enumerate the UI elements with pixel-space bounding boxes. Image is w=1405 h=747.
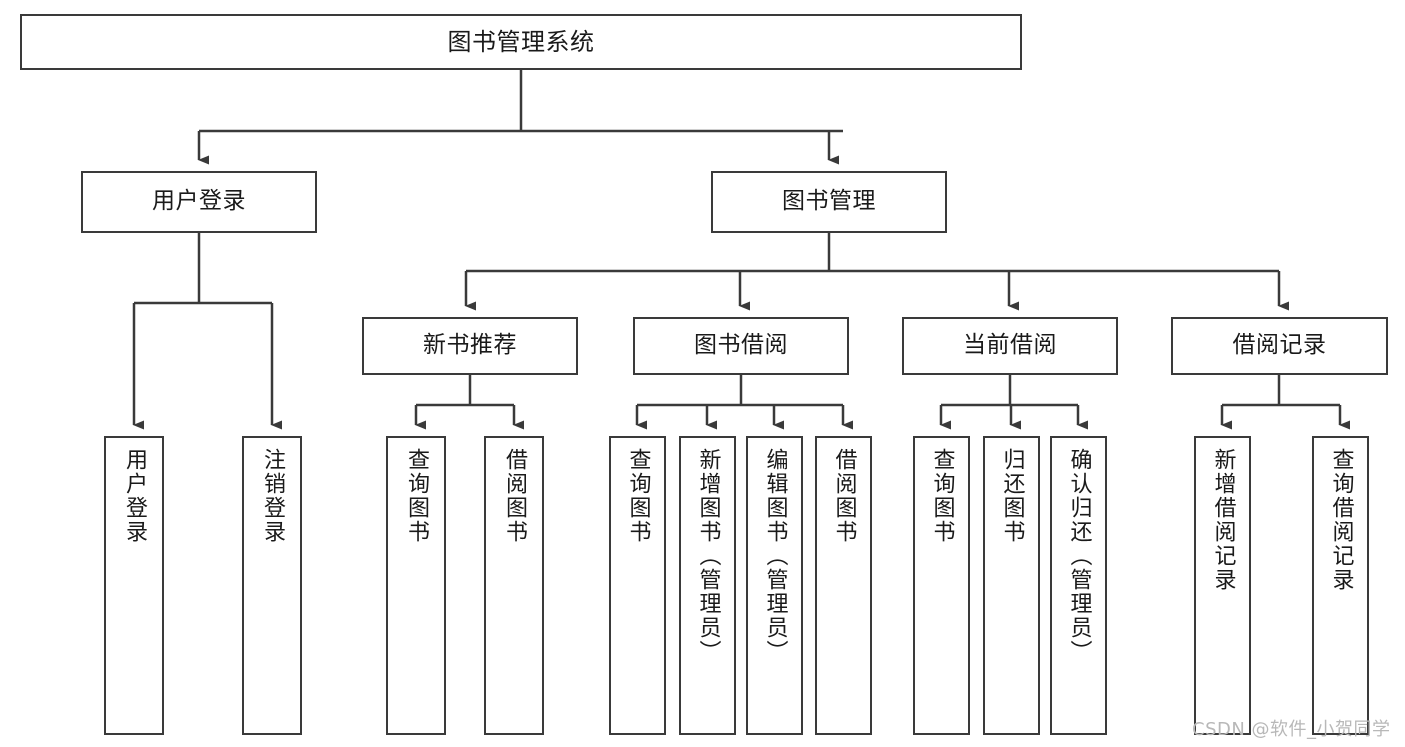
node-leaf-logout[interactable]: 注销登录 <box>242 436 302 735</box>
node-leaf-return-book[interactable]: 归还图书 <box>983 436 1040 735</box>
node-current-borrow-label: 当前借阅 <box>963 332 1057 359</box>
node-leaf-borrow-book-rec-label: 借阅图书 <box>502 448 527 544</box>
node-leaf-query-record[interactable]: 查询借阅记录 <box>1312 436 1369 735</box>
node-leaf-confirm-return-label: 确认归还（管理员） <box>1066 448 1092 664</box>
node-leaf-edit-book[interactable]: 编辑图书（管理员） <box>746 436 803 735</box>
node-leaf-query-book-borrow[interactable]: 查询图书 <box>609 436 666 735</box>
node-leaf-confirm-return[interactable]: 确认归还（管理员） <box>1050 436 1107 735</box>
node-leaf-query-book-cur[interactable]: 查询图书 <box>913 436 970 735</box>
node-leaf-add-book[interactable]: 新增图书（管理员） <box>679 436 736 735</box>
node-leaf-query-book-borrow-label: 查询图书 <box>625 448 651 544</box>
node-root[interactable]: 图书管理系统 <box>20 14 1022 70</box>
node-leaf-edit-book-label: 编辑图书（管理员） <box>762 448 788 664</box>
node-leaf-query-book-rec[interactable]: 查询图书 <box>386 436 446 735</box>
node-leaf-return-book-label: 归还图书 <box>999 448 1025 544</box>
node-new-book-rec[interactable]: 新书推荐 <box>362 317 578 375</box>
node-leaf-logout-label: 注销登录 <box>260 448 285 544</box>
node-book-manage-label: 图书管理 <box>782 188 876 215</box>
node-borrow-record[interactable]: 借阅记录 <box>1171 317 1388 375</box>
node-leaf-add-record[interactable]: 新增借阅记录 <box>1194 436 1251 735</box>
node-new-book-rec-label: 新书推荐 <box>423 332 517 359</box>
node-leaf-query-book-rec-label: 查询图书 <box>404 448 429 544</box>
node-book-borrow-label: 图书借阅 <box>694 332 788 359</box>
node-leaf-borrow-book-rec[interactable]: 借阅图书 <box>484 436 544 735</box>
node-current-borrow[interactable]: 当前借阅 <box>902 317 1118 375</box>
node-user-login[interactable]: 用户登录 <box>81 171 317 233</box>
node-book-borrow[interactable]: 图书借阅 <box>633 317 849 375</box>
node-leaf-query-book-cur-label: 查询图书 <box>929 448 955 544</box>
node-leaf-borrow-book-label: 借阅图书 <box>831 448 857 544</box>
node-leaf-add-record-label: 新增借阅记录 <box>1210 448 1236 592</box>
node-leaf-user-login[interactable]: 用户登录 <box>104 436 164 735</box>
node-leaf-query-record-label: 查询借阅记录 <box>1328 448 1354 592</box>
node-user-login-label: 用户登录 <box>152 188 246 215</box>
node-leaf-add-book-label: 新增图书（管理员） <box>695 448 721 664</box>
node-book-manage[interactable]: 图书管理 <box>711 171 947 233</box>
node-borrow-record-label: 借阅记录 <box>1232 332 1327 359</box>
csdn-watermark: CSDN @软件_小贺同学 <box>1192 719 1391 740</box>
node-leaf-user-login-label: 用户登录 <box>122 448 147 544</box>
node-leaf-borrow-book[interactable]: 借阅图书 <box>815 436 872 735</box>
node-root-label: 图书管理系统 <box>447 27 595 56</box>
